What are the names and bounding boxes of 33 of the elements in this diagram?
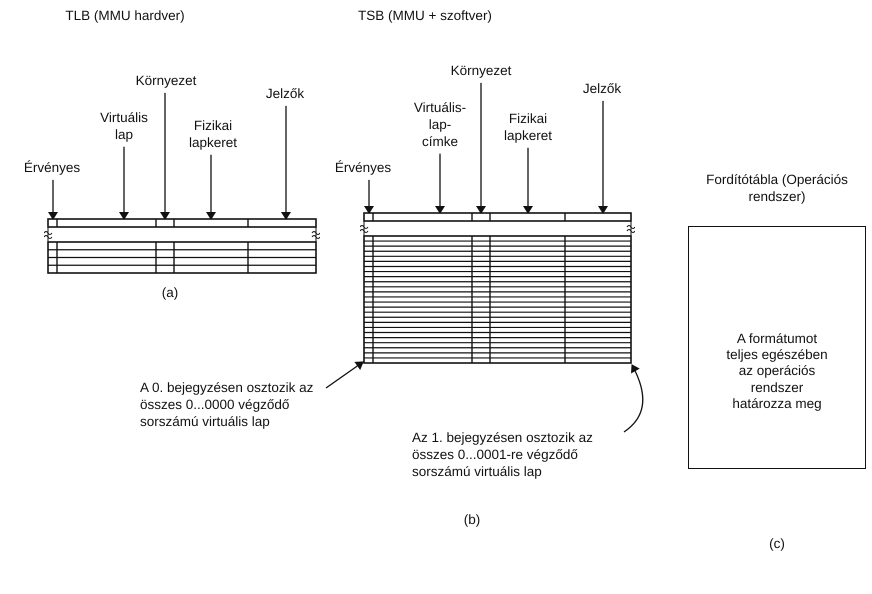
arrow [598, 100, 608, 214]
note-text: A formátumot teljes egészében az operációs rendszer határozza meg [725, 331, 829, 412]
arrow [364, 180, 374, 214]
table-heading: Fordítótábla (Operációs rendszer) [705, 172, 849, 206]
arrow [435, 154, 445, 214]
column-label: Fizikai lapkeret [493, 111, 563, 145]
column-label: Érvényes [328, 160, 398, 177]
arrow [523, 148, 533, 214]
arrow [326, 361, 364, 389]
panel-label: (b) [462, 512, 482, 529]
column-label: Jelzők [575, 81, 629, 98]
table-title: TLB (MMU hardver) [64, 8, 186, 25]
arrow [119, 146, 129, 220]
column-label: Érvényes [20, 160, 84, 177]
note-text: Az 1. bejegyzésen osztozik az összes 0...0001-re végződő sorszámú virtuális lap [412, 430, 620, 481]
table-drawing [44, 218, 320, 274]
column-label: Fizikai lapkeret [178, 118, 248, 152]
arrow [206, 154, 216, 220]
arrow [476, 82, 486, 214]
arrow [160, 92, 170, 220]
table-drawing [360, 212, 635, 364]
column-label: Környezet [130, 73, 202, 90]
table-title: TSB (MMU + szoftver) [357, 8, 493, 25]
column-label: Virtuális lap [94, 110, 154, 144]
column-label: Jelzők [258, 86, 312, 103]
arrow [48, 180, 58, 220]
arrow [624, 364, 644, 433]
column-label: Virtuális- lap- címke [410, 100, 470, 151]
arrow [281, 106, 291, 220]
column-label: Környezet [443, 63, 519, 80]
panel-label: (a) [160, 285, 180, 302]
panel-label: (c) [768, 536, 786, 553]
note-text: A 0. bejegyzésen osztozik az összes 0...0000 végződő sorszámú virtuális lap [140, 380, 330, 431]
